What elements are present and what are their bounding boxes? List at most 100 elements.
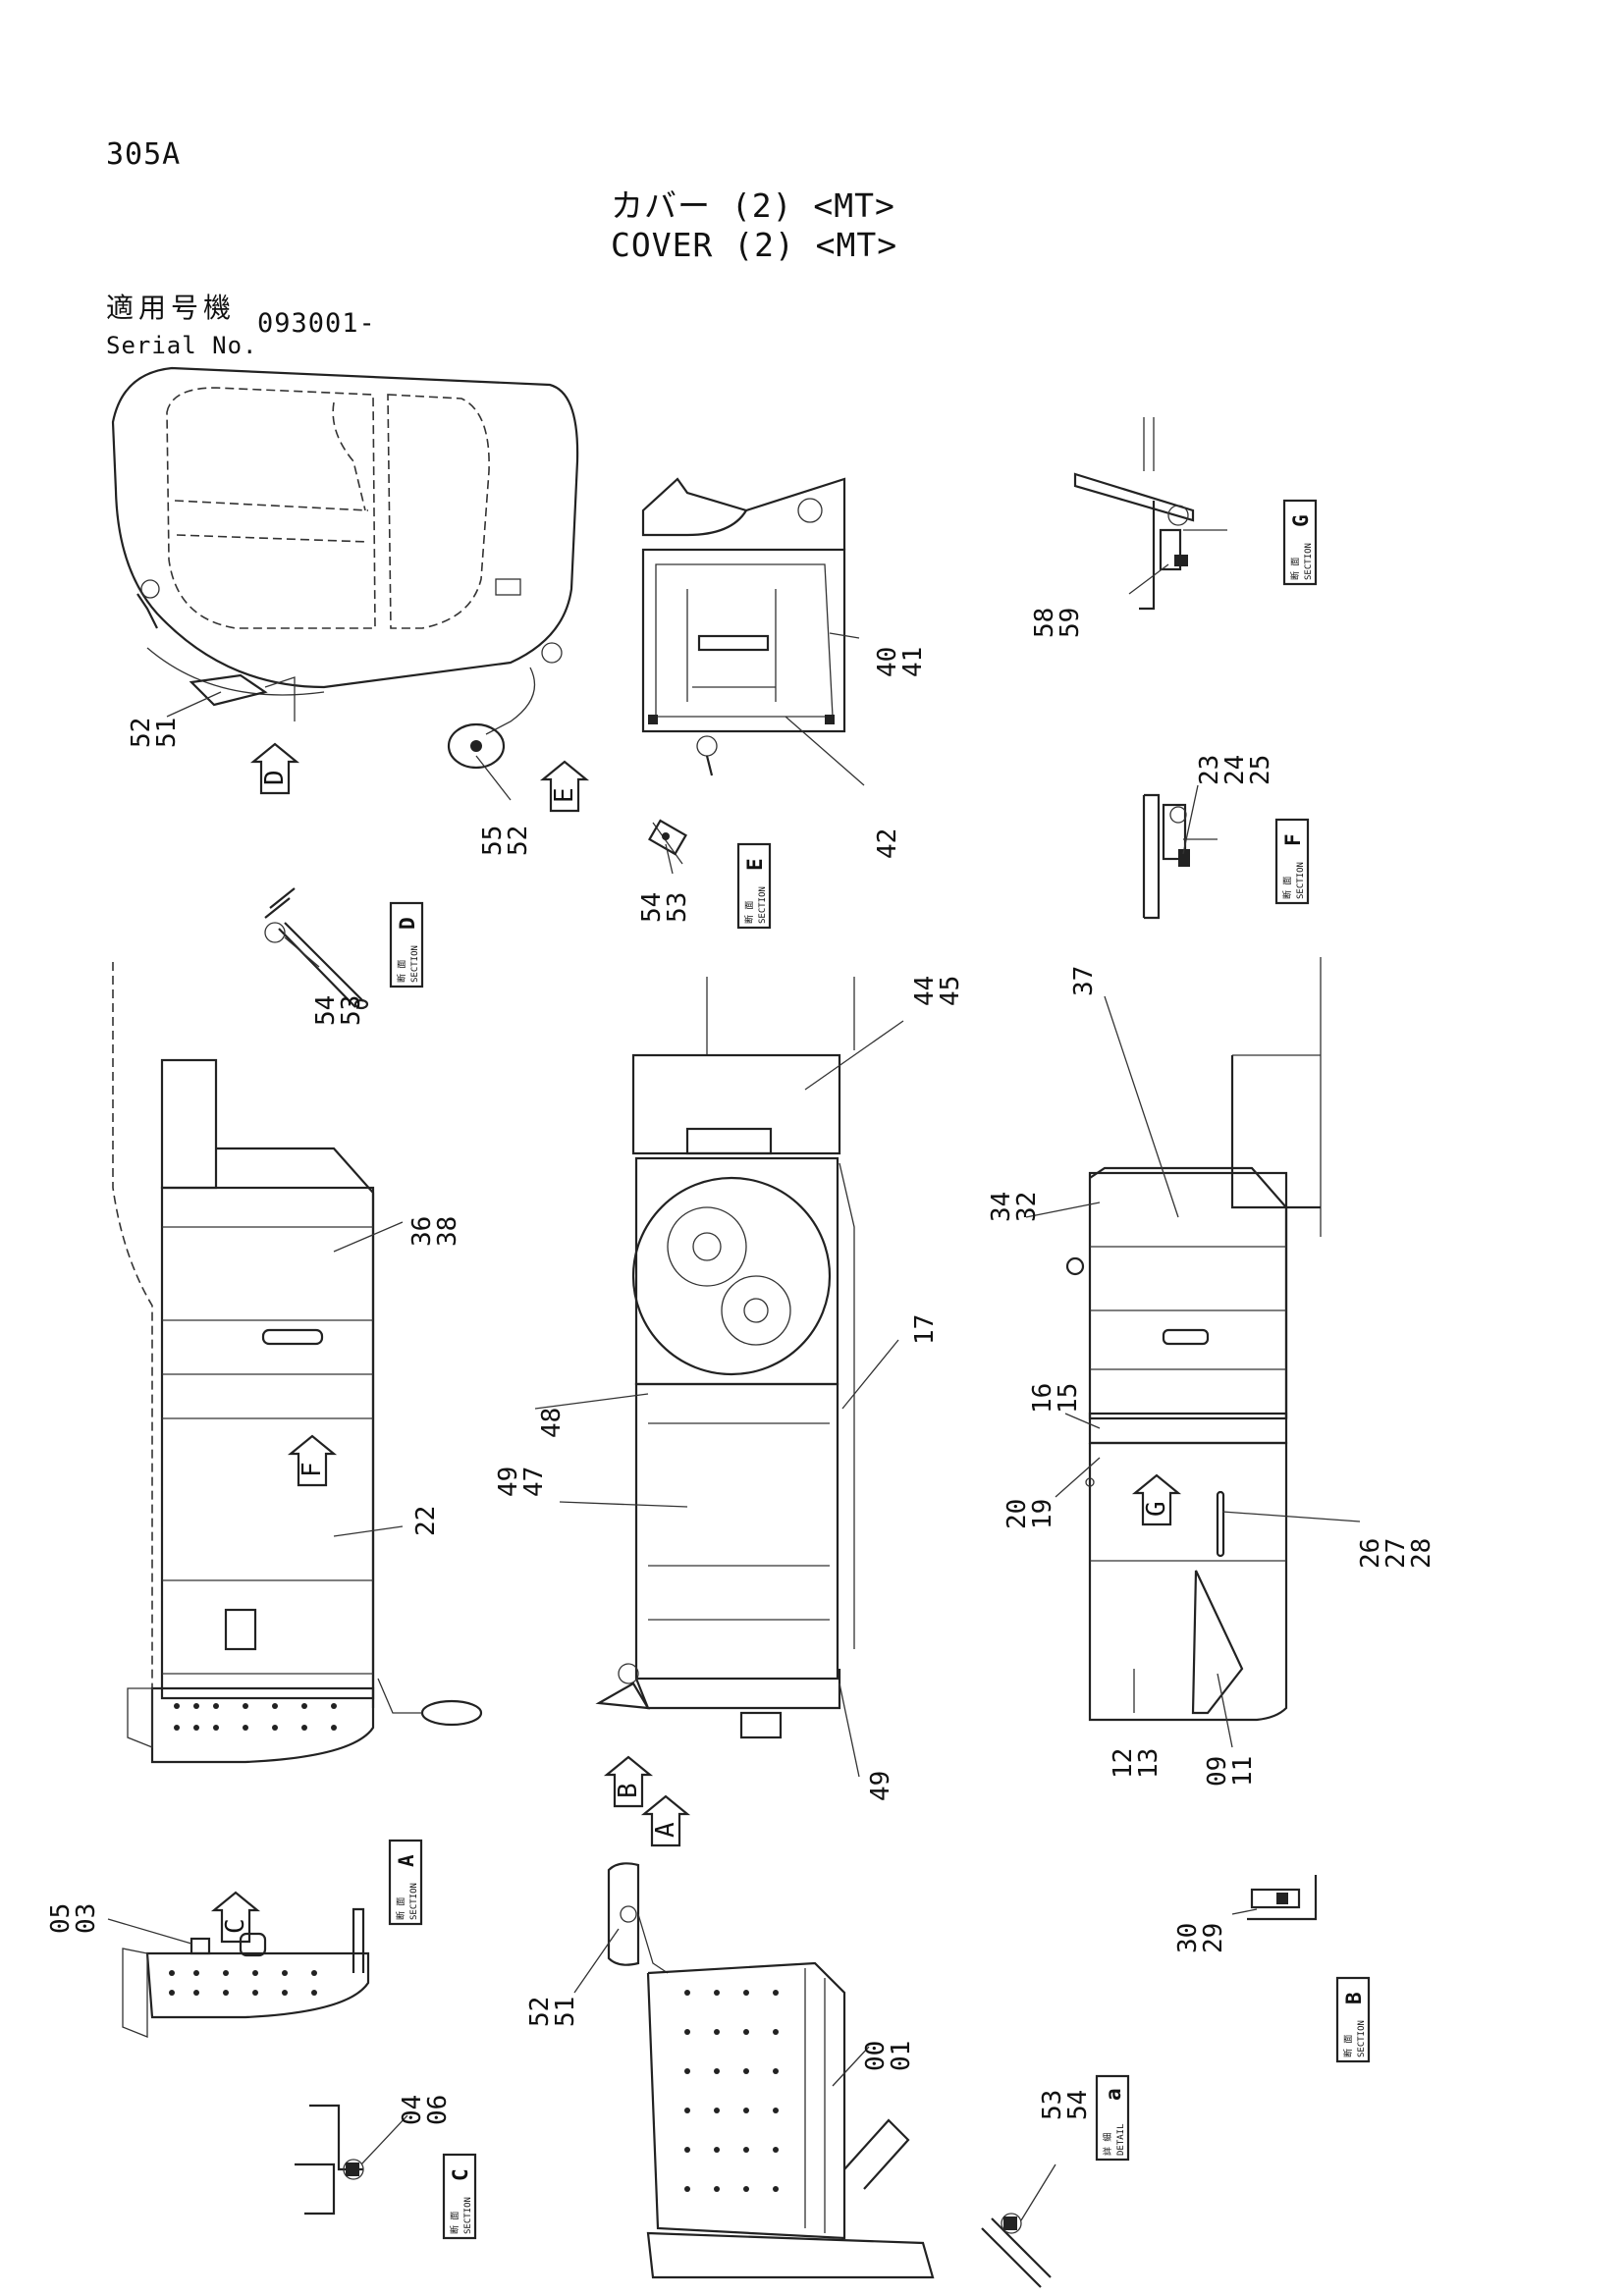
view-arrow-b: B	[603, 1755, 654, 1808]
svg-text:断 面: 断 面	[1342, 2035, 1354, 2057]
svg-text:G: G	[1289, 514, 1313, 527]
title-japanese: カバー (2) <MT>	[611, 187, 895, 225]
part-label: 27	[1381, 1538, 1411, 1569]
part-label: 29	[1199, 1923, 1228, 1953]
cab-illustration	[111, 366, 579, 770]
detail-a-bracket	[981, 2213, 1052, 2288]
part-label: 20	[1002, 1499, 1032, 1529]
section-b-bracket	[1247, 1875, 1318, 1921]
detail-g-bracket	[1073, 417, 1227, 611]
rear-grille-view	[607, 1862, 935, 2279]
part-label: 04	[398, 2095, 427, 2125]
part-label: 36	[407, 1216, 437, 1247]
svg-text:SECTION: SECTION	[1304, 543, 1314, 580]
part-label: 17	[910, 1314, 940, 1345]
part-label: 16	[1028, 1383, 1057, 1414]
part-label: 26	[1356, 1538, 1385, 1569]
part-label: 00	[861, 2041, 891, 2071]
svg-text:B: B	[614, 1783, 643, 1798]
part-label: 12	[1109, 1748, 1138, 1779]
part-label: 58	[1030, 608, 1059, 638]
svg-text:D: D	[396, 917, 419, 930]
part-label: 44	[910, 976, 940, 1006]
svg-text:詳 細: 詳 細	[1102, 2133, 1113, 2156]
svg-text:B: B	[1342, 1992, 1366, 2004]
part-label: 59	[1056, 608, 1085, 638]
part-label: 54	[1063, 2090, 1093, 2120]
view-arrow-a: A	[640, 1794, 691, 1847]
svg-text:断 面: 断 面	[1281, 877, 1293, 899]
part-label: 49	[866, 1771, 895, 1801]
part-label: 41	[898, 647, 928, 677]
part-label: 51	[551, 1997, 580, 2027]
right-side-view	[1065, 957, 1322, 1722]
svg-text:C: C	[221, 1918, 250, 1934]
center-top-cover	[641, 477, 846, 776]
part-label: 05	[46, 1903, 76, 1934]
view-arrow-d: D	[249, 742, 300, 795]
part-label: 51	[152, 718, 182, 748]
svg-text:A: A	[395, 1854, 418, 1867]
left-side-view	[112, 962, 483, 1764]
svg-text:A: A	[651, 1822, 680, 1838]
svg-text:G: G	[1142, 1501, 1171, 1517]
svg-text:断 面: 断 面	[395, 1897, 406, 1920]
part-numbers: 52 51 55 52 40 41 42 58 59 23 24 25 54 5…	[46, 608, 1436, 2125]
detail-e-bracket	[648, 819, 687, 865]
part-label: 52	[504, 826, 533, 856]
svg-text:C: C	[449, 2168, 472, 2181]
svg-text:断 面: 断 面	[396, 960, 407, 983]
part-label: 15	[1054, 1383, 1083, 1414]
part-label: 52	[127, 718, 156, 748]
part-label: 28	[1407, 1538, 1436, 1569]
part-label: 01	[887, 2041, 916, 2071]
section-a-view	[122, 1907, 370, 2038]
svg-text:F: F	[298, 1462, 327, 1477]
svg-text:E: E	[550, 787, 579, 803]
part-label: 24	[1220, 755, 1250, 785]
part-label: 40	[873, 647, 902, 677]
view-arrow-g: G	[1131, 1473, 1182, 1526]
view-arrow-f: F	[287, 1434, 338, 1487]
leader-lines	[107, 563, 1361, 2221]
detail-f-bracket	[1142, 793, 1218, 920]
part-label: 37	[1069, 966, 1099, 996]
serial-label-english: Serial No.	[106, 332, 258, 359]
part-label: 54	[311, 995, 341, 1026]
serial-label-japanese: 適用号機	[106, 292, 237, 324]
part-label: 22	[411, 1506, 441, 1536]
svg-text:DETAIL: DETAIL	[1116, 2123, 1126, 2156]
part-label: 03	[72, 1903, 101, 1934]
svg-text:断 面: 断 面	[449, 2212, 460, 2234]
part-label: 53	[1038, 2090, 1067, 2120]
part-label: 45	[936, 976, 965, 1006]
svg-text:SECTION: SECTION	[409, 1883, 419, 1920]
part-label: 49	[494, 1467, 523, 1497]
part-label: 42	[873, 828, 902, 859]
svg-text:SECTION: SECTION	[1296, 862, 1306, 899]
page-code: 305A	[106, 137, 182, 172]
part-label: 38	[433, 1216, 462, 1247]
part-label: 30	[1173, 1923, 1203, 1953]
part-label: 55	[478, 826, 508, 856]
part-label: 25	[1246, 755, 1275, 785]
view-arrow-c: C	[210, 1891, 261, 1944]
part-label: 09	[1203, 1756, 1232, 1787]
svg-text:D: D	[260, 770, 290, 785]
svg-text:SECTION: SECTION	[463, 2197, 473, 2234]
part-label: 11	[1228, 1756, 1258, 1787]
detail-d-bracket	[264, 887, 369, 1010]
svg-text:SECTION: SECTION	[410, 945, 420, 983]
title-english: COVER (2) <MT>	[611, 226, 898, 264]
part-label: 48	[537, 1408, 567, 1438]
part-label: 54	[637, 892, 667, 923]
part-label: 06	[423, 2095, 453, 2125]
